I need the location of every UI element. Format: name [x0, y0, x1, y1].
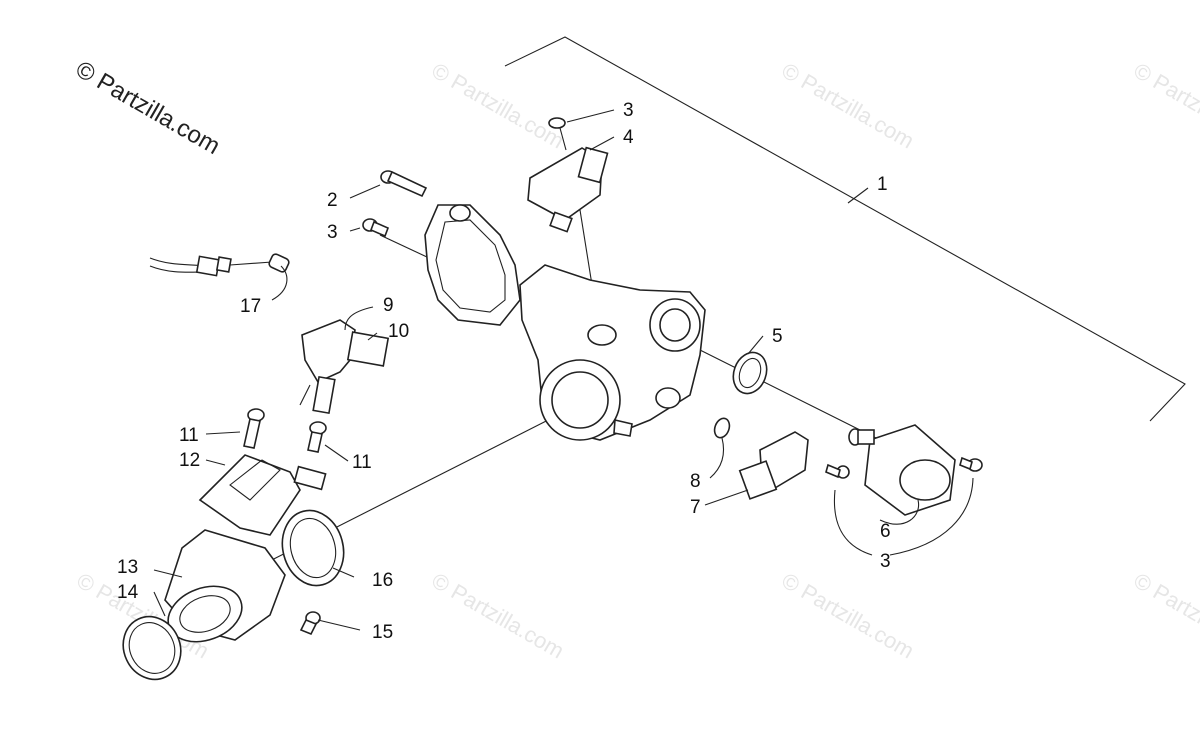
o-ring-small: [713, 417, 731, 439]
leader-lines: [153, 109, 974, 631]
callout-14: 14: [117, 582, 139, 603]
connector-part: [738, 431, 809, 500]
callout-8: 8: [690, 471, 701, 492]
cable-part: [149, 253, 290, 277]
watermark: © Partzilla.com: [778, 58, 919, 154]
watermark: © Partzilla.com: [428, 58, 569, 154]
screw-part: [825, 456, 983, 479]
watermark: © Partzilla.com: [1130, 568, 1200, 664]
callouts: 1 2 3 3 4 5 6 3 7 8 9 10 11 11 12 13 14 …: [117, 100, 891, 643]
callout-12: 12: [179, 450, 200, 471]
callout-4: 4: [623, 127, 634, 148]
callout-13: 13: [117, 557, 138, 578]
callout-10: 10: [388, 321, 409, 342]
callout-11: 11: [352, 452, 372, 473]
screw-part: [243, 408, 327, 453]
callout-9: 9: [383, 295, 394, 316]
assembly-bracket: [504, 36, 1186, 422]
injector-part: [301, 319, 390, 415]
watermark: © Partzilla.com: [778, 568, 919, 664]
callout-11: 11: [179, 425, 199, 446]
copyright-text: © Partzilla.com: [71, 56, 225, 160]
callout-5: 5: [772, 326, 783, 347]
gasket-ring-part: [122, 615, 182, 681]
throttle-body: [519, 264, 706, 441]
callout-3: 3: [327, 222, 338, 243]
injector-holder-part: [198, 454, 327, 536]
o-ring-large: [732, 351, 768, 395]
sensor-part: [527, 117, 609, 233]
screw-part: [362, 218, 390, 238]
bolt-part: [380, 170, 428, 198]
callout-16: 16: [372, 570, 393, 591]
callout-6: 6: [880, 521, 891, 542]
clamp-part: [281, 509, 345, 587]
screw-part: [299, 611, 321, 636]
callout-17: 17: [240, 296, 261, 317]
cover-plate: [424, 204, 521, 326]
callout-15: 15: [372, 622, 393, 643]
callout-2: 2: [327, 190, 338, 211]
watermark: © Partzilla.com: [428, 568, 569, 664]
callout-1: 1: [877, 174, 888, 195]
callout-7: 7: [690, 497, 701, 518]
idle-valve-part: [848, 424, 956, 516]
callout-3: 3: [880, 551, 891, 572]
intake-boot-part: [164, 529, 286, 643]
callout-3: 3: [623, 100, 634, 121]
watermark: © Partzilla.com: [1130, 58, 1200, 154]
